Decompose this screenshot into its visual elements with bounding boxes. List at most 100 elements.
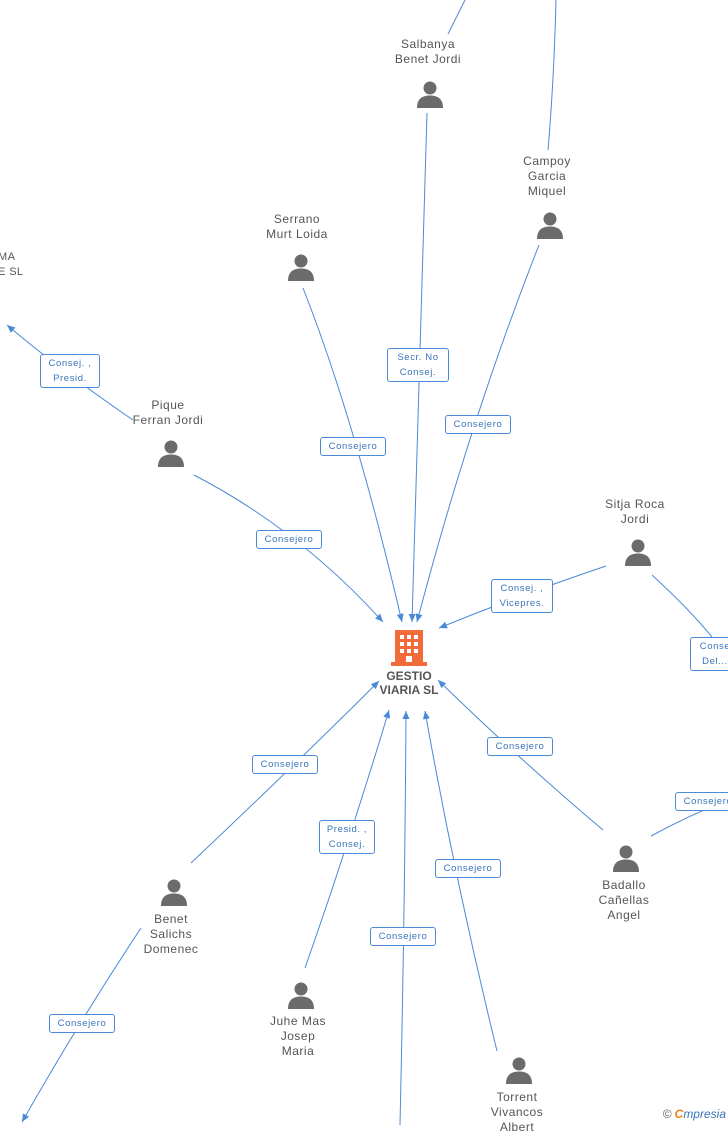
role-label-line: Consejero bbox=[443, 863, 493, 874]
role-label[interactable]: Presid. ,Consej. bbox=[319, 820, 375, 854]
copyright-symbol: © bbox=[662, 1107, 672, 1121]
person-name-line: Sitja Roca bbox=[605, 497, 665, 511]
brand-initial: C bbox=[674, 1107, 684, 1121]
connection-line bbox=[424, 710, 498, 1052]
person-name-line: Ferran Jordi bbox=[132, 413, 204, 427]
arrowhead bbox=[383, 710, 391, 719]
building-icon[interactable] bbox=[391, 628, 427, 666]
person-icon[interactable] bbox=[156, 438, 186, 468]
role-label[interactable]: Consejero bbox=[256, 530, 322, 549]
role-label[interactable]: Consejero bbox=[370, 927, 436, 946]
role-label[interactable]: Consejero bbox=[675, 792, 728, 811]
role-label[interactable]: Consejero bbox=[487, 737, 553, 756]
person-icon[interactable] bbox=[504, 1055, 534, 1085]
role-label-line: Consej. bbox=[328, 839, 366, 850]
role-label[interactable]: Secr. No Consej. bbox=[387, 348, 449, 382]
person-name-line: Torrent bbox=[496, 1090, 538, 1104]
person-name-line: Angel bbox=[607, 908, 641, 922]
person-name-line: Albert bbox=[499, 1120, 535, 1134]
person-icon[interactable] bbox=[159, 877, 189, 907]
arrowhead bbox=[396, 613, 404, 622]
role-label-line: Secr. No bbox=[397, 352, 439, 363]
role-label[interactable]: Consejero bbox=[252, 755, 318, 774]
person-name-line: Pique bbox=[151, 398, 185, 412]
person-icon[interactable] bbox=[286, 980, 316, 1010]
role-label-line: Consejero bbox=[378, 931, 428, 942]
role-label-line: Consejero bbox=[328, 441, 378, 452]
person-name-line: Jordi bbox=[620, 512, 650, 526]
arrowhead bbox=[415, 613, 423, 622]
connection-line bbox=[437, 679, 604, 831]
person-name-line: Miquel bbox=[527, 184, 567, 198]
role-label-line: Presid. bbox=[53, 373, 87, 384]
role-label-line: Consejero bbox=[264, 534, 314, 545]
company-name-line1: GESTIO bbox=[386, 669, 432, 683]
person-icon[interactable] bbox=[623, 537, 653, 567]
brand-name: mpresia bbox=[683, 1107, 726, 1121]
role-label[interactable]: Consej. , Presid. bbox=[40, 354, 100, 388]
arrowhead bbox=[422, 711, 430, 720]
arrowhead bbox=[439, 621, 448, 629]
offscreen-company-line2: E SL bbox=[0, 266, 24, 278]
person-name-line: Maria bbox=[281, 1044, 315, 1058]
person-name-line: Campoy bbox=[523, 154, 571, 168]
role-label-line: Vicepres. bbox=[499, 598, 545, 609]
role-label-line: Conse bbox=[699, 641, 728, 652]
offscreen-company-name[interactable]: MA E SL bbox=[0, 250, 23, 280]
role-label[interactable]: Consejero bbox=[445, 415, 511, 434]
person-name-line: Benet Jordi bbox=[394, 52, 462, 66]
person-name-line: Badallo bbox=[602, 878, 646, 892]
role-label-line: Consej. bbox=[399, 367, 437, 378]
person-name-line: Serrano bbox=[273, 212, 321, 226]
empresia-watermark: ©Cmpresia bbox=[663, 1107, 726, 1121]
role-label-line: Consej. , bbox=[48, 358, 92, 369]
person-name-line: Josep bbox=[280, 1029, 316, 1043]
company-name[interactable]: GESTIO VIARIA SL bbox=[359, 669, 459, 697]
role-label[interactable]: Consejero bbox=[49, 1014, 115, 1033]
person-name-line: Garcia bbox=[527, 169, 567, 183]
person-name-line: Domenec bbox=[143, 942, 199, 956]
role-label-line: Del... bbox=[702, 656, 728, 667]
person-icon[interactable] bbox=[535, 210, 565, 240]
person-icon[interactable] bbox=[415, 79, 445, 109]
person-name-line: Cañellas bbox=[598, 893, 650, 907]
connection-line bbox=[651, 574, 713, 638]
role-label-line: Consejero bbox=[260, 759, 310, 770]
arrowhead bbox=[408, 613, 416, 622]
person-icon[interactable] bbox=[286, 252, 316, 282]
role-label[interactable]: Consejero bbox=[320, 437, 386, 456]
arrowhead bbox=[375, 613, 383, 622]
role-label-line: Consejero bbox=[495, 741, 545, 752]
person-name-line: Benet bbox=[154, 912, 188, 926]
connection-line bbox=[447, 0, 466, 35]
person-name-line: Salbanya bbox=[400, 37, 456, 51]
role-label[interactable]: Consejero bbox=[435, 859, 501, 878]
person-name-line: Vivancos bbox=[490, 1105, 544, 1119]
person-name-line: Salichs bbox=[149, 927, 193, 941]
arrowhead bbox=[402, 711, 410, 720]
connection-line bbox=[547, 0, 557, 151]
connection-line bbox=[399, 710, 407, 1125]
role-label-line: Consejero bbox=[683, 796, 728, 807]
offscreen-company-line1: MA bbox=[0, 251, 16, 263]
arrowhead bbox=[438, 680, 447, 689]
role-label-line: Consejero bbox=[453, 419, 503, 430]
person-name-line: Juhe Mas bbox=[269, 1014, 327, 1028]
role-label[interactable]: Consej. ,Vicepres. bbox=[491, 579, 553, 613]
arrowhead bbox=[22, 1113, 29, 1122]
role-label-line: Consejero bbox=[57, 1018, 107, 1029]
arrowhead bbox=[370, 681, 379, 690]
person-icon[interactable] bbox=[611, 843, 641, 873]
person-name-line: Murt Loida bbox=[266, 227, 328, 241]
